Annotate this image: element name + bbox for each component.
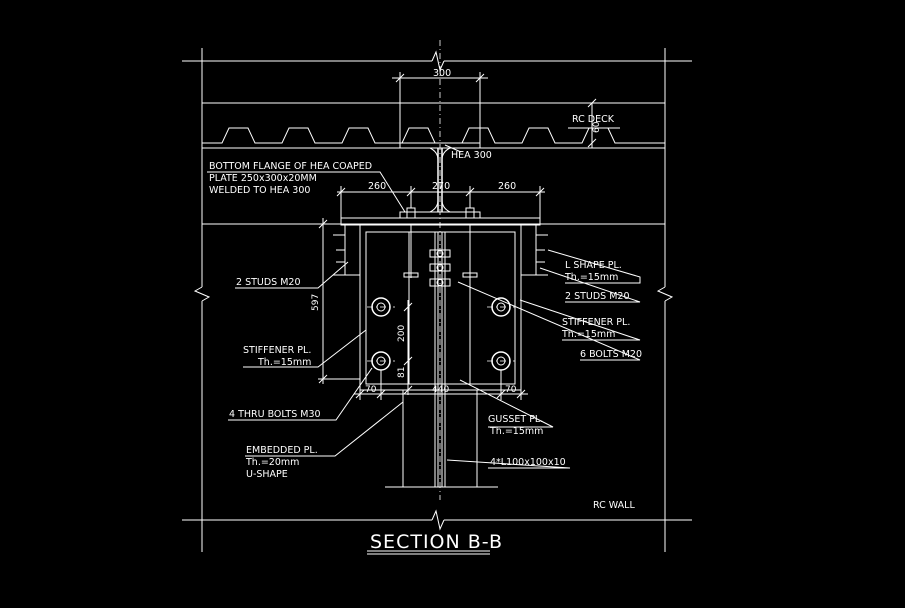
center-lines (367, 40, 515, 500)
stiffener-right-label-1: STIFFENER PL. (562, 317, 630, 328)
dim-270: 270 (432, 181, 450, 192)
dim-70-right: 70 (505, 385, 517, 395)
connection-assembly (333, 207, 548, 488)
rc-deck-label: RC DECK (572, 114, 615, 125)
rc-wall-label: RC WALL (593, 500, 635, 511)
dim-200: 200 (397, 325, 407, 342)
embedded-plate-label-2: Th.=20mm (245, 457, 299, 468)
dim-260-left: 260 (368, 181, 386, 192)
stiffener-left-label-1: STIFFENER PL. (243, 345, 311, 356)
frame (182, 48, 692, 552)
bottom-flange-note-2: PLATE 250x300x20MM (209, 173, 317, 184)
gusset-label-1: GUSSET PL. (488, 414, 543, 425)
l-shape-label-1: L SHAPE PL. (565, 260, 622, 271)
embedded-plate-label-1: EMBEDDED PL. (246, 445, 318, 456)
dimension-lines (318, 72, 597, 400)
bottom-flange-note-3: WELDED TO HEA 300 (209, 185, 310, 196)
dim-260-right: 260 (498, 181, 516, 192)
l-shape-label-2: Th.=15mm (564, 272, 618, 283)
stiffener-right-label-2: Th.=15mm (561, 329, 615, 340)
angles-label: 4*L100x100x10 (490, 457, 566, 468)
bolts-6-label: 6 BOLTS M20 (580, 349, 642, 360)
stiffener-left-label-2: Th.=15mm (257, 357, 311, 368)
dim-81: 81 (397, 367, 407, 378)
dim-300: 300 (433, 68, 451, 79)
studs-left-label: 2 STUDS M20 (236, 277, 301, 288)
hea-label: HEA 300 (451, 150, 492, 161)
dim-70-left: 70 (365, 385, 377, 395)
thru-bolts-label: 4 THRU BOLTS M30 (229, 409, 321, 420)
dim-440: 440 (432, 385, 449, 395)
dim-597: 597 (311, 294, 321, 311)
section-title: SECTION B-B (370, 531, 503, 553)
dim-deck: 60 (592, 121, 602, 133)
leader-lines (207, 127, 641, 469)
studs-right-label: 2 STUDS M20 (565, 291, 630, 302)
bottom-flange-note-1: BOTTOM FLANGE OF HEA COAPED (209, 161, 372, 172)
gusset-label-2: Th.=15mm (489, 426, 543, 437)
embedded-plate-label-3: U-SHAPE (246, 469, 288, 480)
